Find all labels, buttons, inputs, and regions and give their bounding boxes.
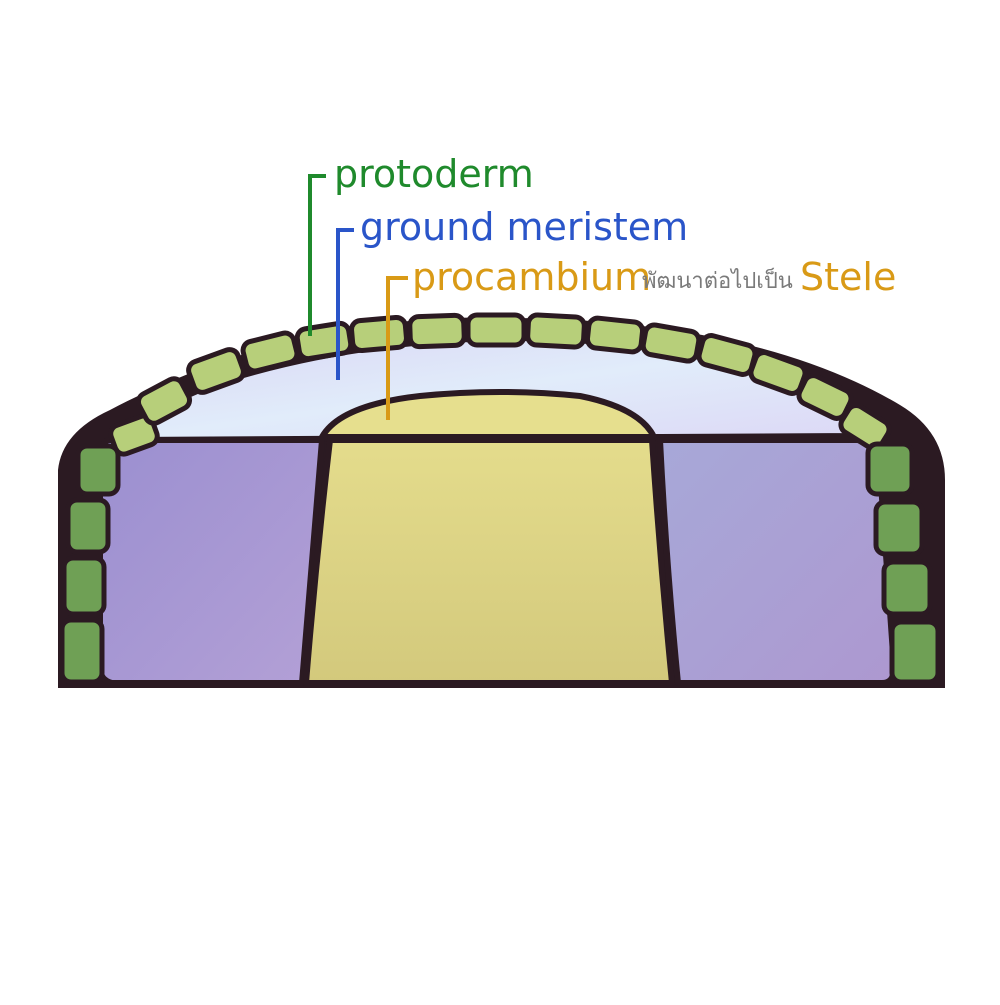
ground-meristem-leader-line xyxy=(336,228,354,380)
ground-meristem-right-block xyxy=(657,437,897,686)
protoderm-cell xyxy=(240,330,300,374)
protoderm-cell xyxy=(75,443,121,497)
protoderm-cell xyxy=(838,402,892,452)
ground-meristem-left-block xyxy=(97,437,325,686)
protoderm-cell xyxy=(873,499,925,557)
protoderm-cell xyxy=(61,555,107,617)
protoderm-cell xyxy=(108,413,160,457)
protoderm-top-cells xyxy=(108,312,892,457)
protoderm-cell xyxy=(186,347,246,395)
protoderm-cell xyxy=(135,376,193,426)
protoderm-leader-line xyxy=(308,174,326,336)
protoderm-cell xyxy=(584,315,646,355)
protoderm-cell xyxy=(525,312,587,350)
protoderm-cell xyxy=(294,320,354,362)
protoderm-cell xyxy=(349,314,409,354)
protoderm-side-cells xyxy=(59,441,941,685)
procambium-leader-line xyxy=(386,276,408,420)
protoderm-cell xyxy=(889,619,941,685)
stele-label: Stele xyxy=(800,255,896,299)
protoderm-cell xyxy=(65,497,111,555)
protoderm-cell xyxy=(59,617,105,685)
ground-meristem-label: ground meristem xyxy=(360,205,688,249)
protoderm-cell xyxy=(640,322,702,364)
procambium-dome xyxy=(319,389,657,440)
protoderm-cell xyxy=(881,559,933,617)
procambium-label: procambium xyxy=(412,255,651,299)
protoderm-cell xyxy=(407,312,467,350)
procambium-block xyxy=(303,437,675,686)
protoderm-cell xyxy=(465,312,527,348)
protoderm-label: protoderm xyxy=(334,152,534,196)
protoderm-cell xyxy=(865,441,915,497)
procambium-note-label: พัฒนาต่อไปเป็น xyxy=(642,266,793,294)
